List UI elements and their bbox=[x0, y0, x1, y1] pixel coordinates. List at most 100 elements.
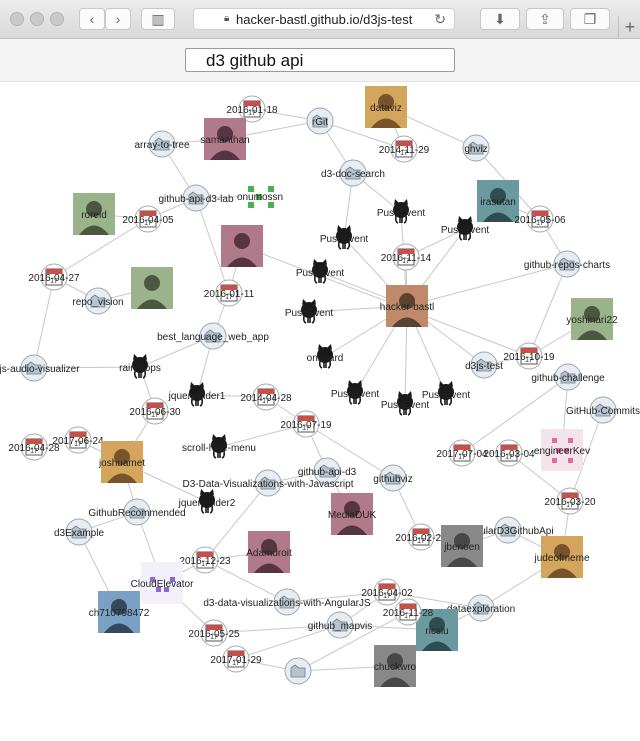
node-user[interactable]: chuckwro bbox=[374, 645, 417, 687]
node-repo[interactable]: d3js-audio-visualizer bbox=[0, 354, 80, 382]
node-repo[interactable]: github-challenge bbox=[531, 363, 605, 391]
tabs-button[interactable]: ❐ bbox=[570, 8, 610, 30]
minimize-window-dot[interactable] bbox=[30, 12, 44, 26]
node-user[interactable]: irasutan bbox=[477, 180, 519, 222]
node-user[interactable]: CloudElevator bbox=[131, 562, 194, 604]
node-event[interactable]: PushEvent bbox=[285, 299, 334, 324]
node-user[interactable]: onumossn bbox=[237, 175, 283, 217]
node-event[interactable]: PushEvent bbox=[320, 225, 369, 250]
download-button[interactable]: ⬇ bbox=[480, 8, 520, 30]
node-repo[interactable]: github-api-d3-lab bbox=[158, 184, 234, 212]
calendar-day: 17 bbox=[402, 258, 410, 265]
node-event[interactable]: onboard bbox=[307, 344, 344, 369]
node-event[interactable]: jqueryslider1 bbox=[168, 382, 226, 407]
node-label: github-api-d3-lab bbox=[158, 194, 233, 205]
octocat-ears bbox=[398, 391, 412, 397]
reload-icon[interactable]: ↻ bbox=[434, 11, 446, 27]
octocat-legs bbox=[133, 370, 147, 379]
node-repo[interactable]: array-to-tree bbox=[134, 130, 190, 158]
node-user[interactable]: hacker-bastl bbox=[380, 285, 434, 327]
folder-icon bbox=[154, 137, 170, 151]
node-repo[interactable]: dataexploration bbox=[447, 594, 515, 622]
node-repo[interactable]: GitHub-Commits bbox=[566, 396, 640, 424]
node-repo[interactable]: ghviz bbox=[462, 134, 490, 162]
sidebar-button[interactable]: ▥ bbox=[141, 8, 175, 30]
avatar-head bbox=[261, 539, 277, 555]
node-repo[interactable]: d3-doc-search bbox=[321, 159, 385, 187]
zoom-window-dot[interactable] bbox=[50, 12, 64, 26]
forward-button[interactable]: › bbox=[105, 8, 131, 30]
node-user[interactable]: ricsiu bbox=[416, 609, 458, 651]
node-event[interactable]: PushEvent bbox=[331, 380, 380, 405]
node-event[interactable]: scroll-hide-menu bbox=[182, 434, 256, 459]
node-user[interactable]: dataviz bbox=[365, 86, 407, 128]
graph-link bbox=[33, 276, 55, 369]
node-repo[interactable]: github-api-d3 bbox=[298, 457, 357, 485]
node-repo[interactable]: GithubRecommended bbox=[88, 498, 186, 526]
calendar-header bbox=[521, 348, 537, 353]
node-repo[interactable]: D3-Data-Visualizations-with-Javascript bbox=[183, 469, 354, 497]
search-input[interactable] bbox=[185, 48, 455, 72]
node-event[interactable]: PushEvent bbox=[296, 259, 345, 284]
node-event[interactable]: jqueryslider2 bbox=[178, 489, 236, 514]
node-repo[interactable]: AngularD3GithubApi bbox=[462, 516, 554, 544]
node-user[interactable]: judeofmeme bbox=[533, 536, 590, 578]
calendar-day: 17 bbox=[458, 454, 466, 461]
node-user[interactable]: roreid bbox=[73, 193, 115, 235]
node-user[interactable]: joshuamet bbox=[98, 441, 145, 483]
node-repo[interactable]: github_mapvis bbox=[308, 611, 372, 639]
node-user[interactable] bbox=[131, 267, 173, 309]
node-user[interactable]: jbenoen bbox=[441, 525, 483, 567]
node-user[interactable]: engineerKev bbox=[534, 429, 590, 471]
node-event[interactable]: raindrops bbox=[119, 354, 161, 379]
address-bar[interactable]: 🔒︎ hacker-bastl.github.io/d3js-test ↻ bbox=[193, 8, 455, 30]
node-event[interactable]: PushEvent bbox=[377, 199, 426, 224]
node-user[interactable]: MediaDUK bbox=[328, 493, 377, 535]
node-repo[interactable]: rGit bbox=[306, 107, 334, 135]
node-repo[interactable]: githubviz bbox=[373, 464, 413, 492]
node-repo[interactable]: github-repos-charts bbox=[524, 250, 610, 278]
node-repo[interactable]: d3js-test bbox=[465, 351, 503, 379]
node-label: joshuamet bbox=[98, 458, 145, 469]
share-button[interactable]: ⇪ bbox=[526, 8, 564, 30]
node-repo[interactable]: d3-data-visualizations-with-AngularJS bbox=[203, 588, 371, 616]
node-event[interactable]: PushEvent bbox=[441, 216, 490, 241]
node-repo[interactable] bbox=[284, 657, 312, 685]
close-window-dot[interactable] bbox=[10, 12, 24, 26]
node-repo[interactable]: repo_vision bbox=[72, 287, 124, 315]
node-user[interactable]: Adamdroit bbox=[246, 531, 292, 573]
node-event[interactable]: PushEvent bbox=[381, 391, 430, 416]
back-button[interactable]: ‹ bbox=[79, 8, 105, 30]
node-user[interactable] bbox=[221, 225, 263, 267]
new-tab-button[interactable]: + bbox=[618, 16, 640, 38]
node-user[interactable]: samanthan bbox=[200, 118, 250, 160]
node-event[interactable]: PushEvent bbox=[422, 381, 471, 406]
node-repo[interactable]: best_language_web_app bbox=[157, 322, 269, 350]
node-repo[interactable]: d3Example bbox=[54, 518, 104, 546]
node-user[interactable]: ch710798472 bbox=[89, 591, 150, 633]
node-user[interactable]: yoshinari22 bbox=[566, 298, 618, 340]
